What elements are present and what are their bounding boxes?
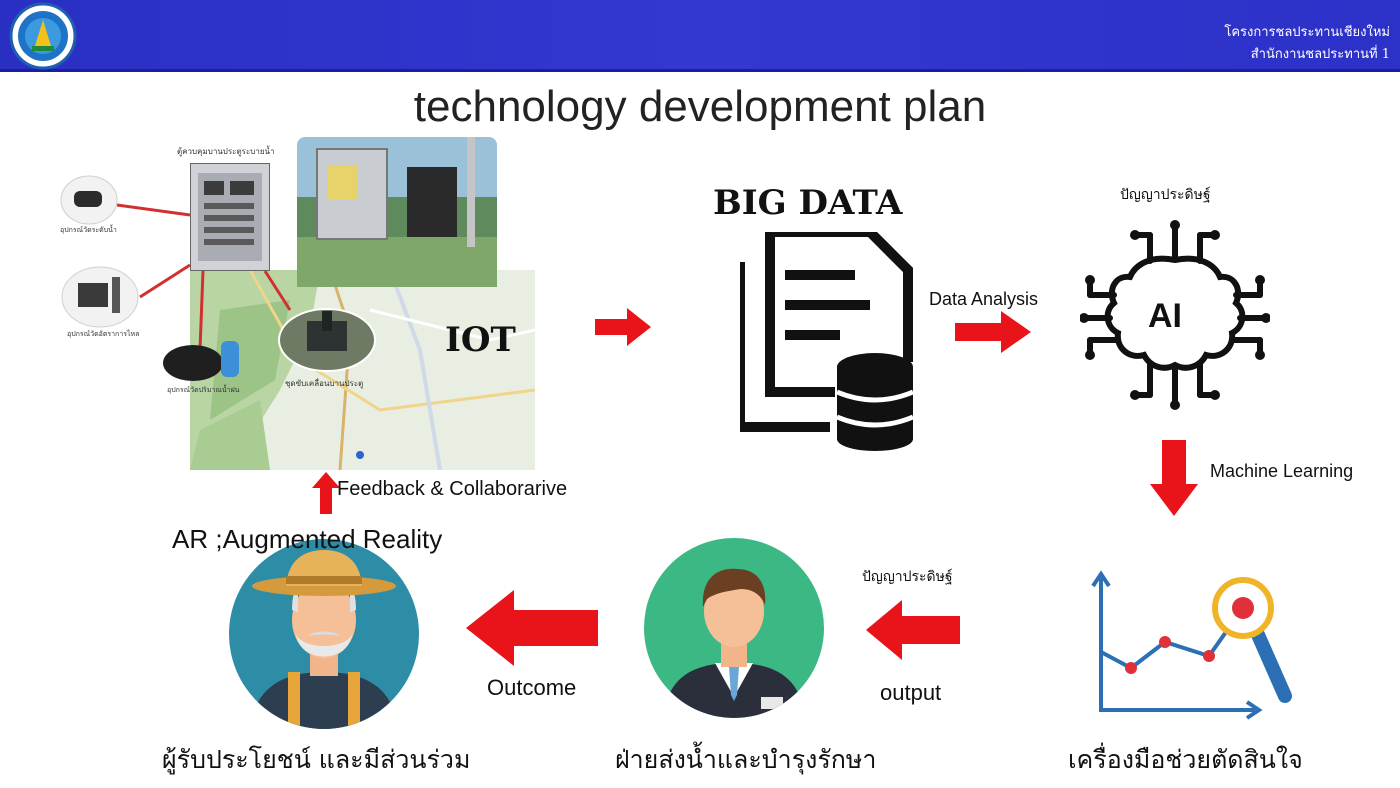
iot-connectors [116,203,292,351]
iot-label: IOT [445,320,516,360]
ai-chip-text: AI [1148,297,1182,335]
iot-collage: ตู้ควบคุมบานประตูระบายน้ำ อุปกรณ์วัดระดั… [55,135,545,475]
decision-chart-icon [1091,570,1292,720]
outcome-label: Outcome [487,675,577,700]
rid-emblem-icon [9,2,77,70]
arrow-feedback [312,472,340,514]
org-name: โครงการชลประทานเชียงใหม่ สำนักงานชลประทา… [1224,22,1390,66]
output-top-label: ปัญญาประดิษฐ์ [862,569,953,585]
gate-caption: ชุดขับเคลื่อนบานประตู [285,379,364,388]
page-title: technology development plan [413,82,987,131]
tool-caption: เครื่องมือช่วยตัดสินใจ [1068,745,1303,774]
sensor-caption-1: อุปกรณ์วัดระดับน้ำ [60,226,117,234]
sensor-caption-2: อุปกรณ์วัดอัตราการไหล [67,330,140,338]
ai-brain-icon [1080,220,1270,410]
arrow-data-analysis [955,311,1031,353]
feedback-label: Feedback & Collaborarive [337,478,568,500]
gate-photo [297,137,497,287]
water-level-sensor-icon [60,175,118,225]
control-cabinet-photo [190,163,270,271]
farmer-avatar-icon [229,539,419,729]
flow-sensor-icon [61,266,139,328]
machine-learning-label: Machine Learning [1210,461,1354,481]
org-line-2: สำนักงานชลประทานที่ 1 [1250,47,1390,62]
rain-sensor-icon [163,341,239,381]
ar-label: AR ;Augmented Reality [172,524,443,554]
gate-drive-photo [278,308,376,372]
big-data-label: BIG DATA [713,183,903,223]
arrow-iot-to-bigdata [595,308,651,346]
data-analysis-label: Data Analysis [929,289,1039,309]
ai-top-label: ปัญญาประดิษฐ์ [1120,187,1211,203]
arrow-output [866,600,960,660]
officer-caption: ฝ่ายส่งน้ำและบำรุงรักษา [615,745,877,774]
cabinet-caption: ตู้ควบคุมบานประตูระบายน้ำ [177,147,275,156]
arrow-outcome [466,590,598,666]
output-label: output [880,680,942,705]
org-line-1: โครงการชลประทานเชียงใหม่ [1224,25,1390,40]
arrow-machine-learning [1150,440,1198,516]
farmer-caption: ผู้รับประโยชน์ และมีส่วนร่วม [162,745,471,774]
document-database-icon [740,232,914,451]
sensor-caption-3: อุปกรณ์วัดปริมาณน้ำฝน [167,386,240,394]
officer-avatar-icon [644,538,824,718]
header-bar: โครงการชลประทานเชียงใหม่ สำนักงานชลประทา… [0,0,1400,72]
